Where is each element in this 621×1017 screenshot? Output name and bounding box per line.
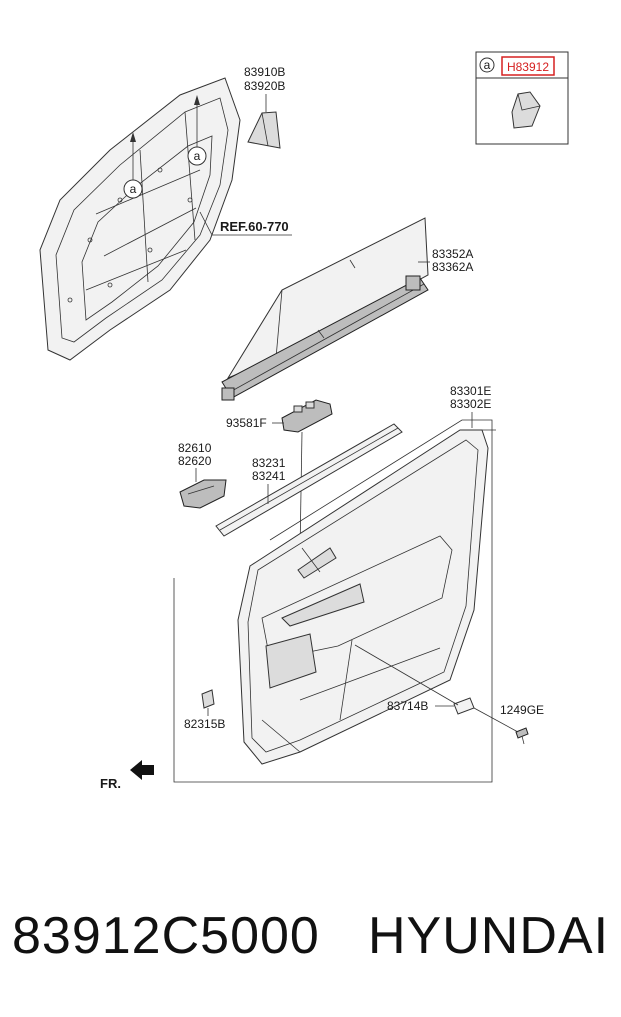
triangle-trim-drawing — [247, 111, 281, 149]
screw-drawing — [515, 727, 529, 745]
weatherstrip-drawing — [215, 423, 403, 537]
sunshade-drawing — [221, 217, 429, 401]
inset-marker: a — [484, 58, 491, 72]
marker-a-2-label: a — [194, 149, 201, 163]
callout-93581f: 93581F — [226, 416, 267, 430]
front-arrow — [130, 760, 154, 780]
cover-drawing — [453, 697, 475, 715]
clip-drawing — [201, 689, 215, 716]
door-frame-drawing — [39, 77, 241, 361]
callout-83302e: 83302E — [450, 397, 491, 411]
callout-82315b: 82315B — [184, 717, 225, 731]
switch-drawing — [281, 399, 333, 433]
inset-highlight — [501, 56, 555, 76]
callout-83301e: 83301E — [450, 384, 491, 398]
marker-a-2: a — [187, 146, 207, 166]
front-label: FR. — [100, 776, 121, 791]
ref-label: REF.60-770 — [220, 219, 289, 234]
door-panel-drawing — [237, 429, 489, 765]
footer-part-number: 83912C5000 — [12, 907, 320, 965]
callout-83231: 83231 — [252, 456, 286, 470]
inset-part-number: H83912 — [507, 60, 549, 74]
callout-83714b: 83714B — [387, 699, 428, 713]
callout-83910b: 83910B — [244, 65, 285, 79]
callout-83362a: 83362A — [432, 260, 473, 274]
footer: 83912C5000 HYUNDAI — [0, 900, 621, 980]
callout-82610: 82610 — [178, 441, 212, 455]
footer-brand: HYUNDAI — [368, 907, 610, 965]
inset-box: a H83912 — [475, 51, 569, 145]
parts-diagram: a a REF.60-770 83910B 83920B a H83912 83… — [39, 51, 569, 791]
callout-83920b: 83920B — [244, 79, 285, 93]
callout-1249ge: 1249GE — [500, 703, 544, 717]
callout-82620: 82620 — [178, 454, 212, 468]
marker-a-1: a — [123, 179, 143, 199]
marker-a-1-label: a — [130, 182, 137, 196]
callout-83352a: 83352A — [432, 247, 473, 261]
callout-83241: 83241 — [252, 469, 286, 483]
inner-handle-drawing — [179, 479, 227, 509]
